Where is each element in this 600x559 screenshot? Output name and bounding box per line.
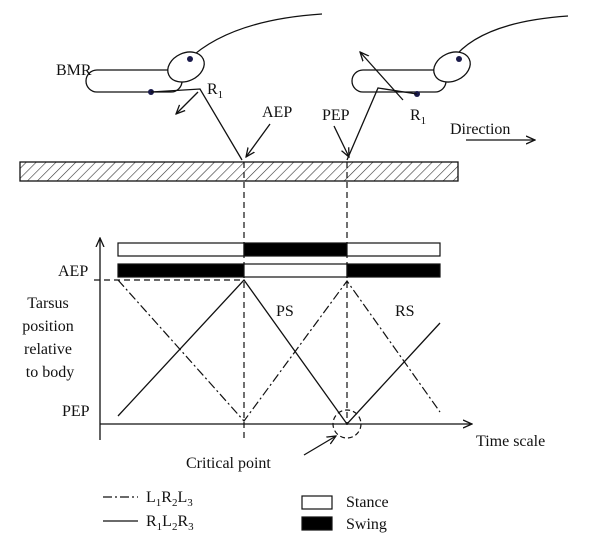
critical-point-circle <box>332 409 362 439</box>
pep-pointer-arrow <box>333 125 349 157</box>
legend-dashdot-label: L1R2L3 <box>146 489 193 509</box>
rs-label: RS <box>395 303 415 320</box>
left-robot-head <box>167 51 205 83</box>
left-robot-eye <box>187 56 193 62</box>
left-r1-arrow <box>176 91 199 114</box>
r1-right-label: R1 <box>410 107 426 127</box>
bar-bottom-3 <box>346 263 441 278</box>
bar-bottom-1 <box>117 263 245 278</box>
critical-point-label: Critical point <box>186 455 271 472</box>
legend: L1R2L3 R1L2R3 Stance Swing <box>103 489 389 533</box>
legend-stance-swatch <box>301 495 333 510</box>
right-robot-cable <box>451 15 569 61</box>
left-robot <box>85 13 323 161</box>
left-robot-cable <box>187 13 323 61</box>
bar-top-3 <box>346 242 441 257</box>
critical-point-arrow <box>303 436 336 456</box>
ground-surface <box>19 161 459 182</box>
bar-top-2 <box>243 242 348 257</box>
right-robot-eye <box>456 56 462 62</box>
right-robot-leg <box>346 87 418 161</box>
left-robot-leg <box>150 88 243 161</box>
legend-stance-label: Stance <box>346 494 389 511</box>
dashdot-trajectory <box>117 279 441 422</box>
aep-pointer-arrow <box>246 123 271 157</box>
y-axis-title: Tarsus position relative to body <box>22 295 78 381</box>
ps-label: PS <box>276 303 294 320</box>
bar-top-1 <box>117 242 245 257</box>
legend-swing-swatch <box>301 516 333 531</box>
bar-bottom-2 <box>243 263 348 278</box>
solid-trajectory <box>117 278 441 426</box>
right-robot-body <box>351 69 447 93</box>
right-r1-arrow <box>360 52 404 101</box>
legend-solid-label: R1L2R3 <box>146 513 194 533</box>
legend-swing-label: Swing <box>346 516 387 533</box>
x-axis-title: Time scale <box>476 433 545 450</box>
pep-top-label: PEP <box>322 107 350 124</box>
r1-left-label: R1 <box>207 81 223 101</box>
direction-label: Direction <box>450 121 510 138</box>
phase-bars <box>117 242 441 278</box>
right-robot <box>346 15 569 161</box>
bmr-label: BMR <box>56 62 92 79</box>
aep-top-label: AEP <box>262 104 292 121</box>
aep-axis-label: AEP <box>58 263 88 280</box>
pep-axis-label: PEP <box>62 403 90 420</box>
